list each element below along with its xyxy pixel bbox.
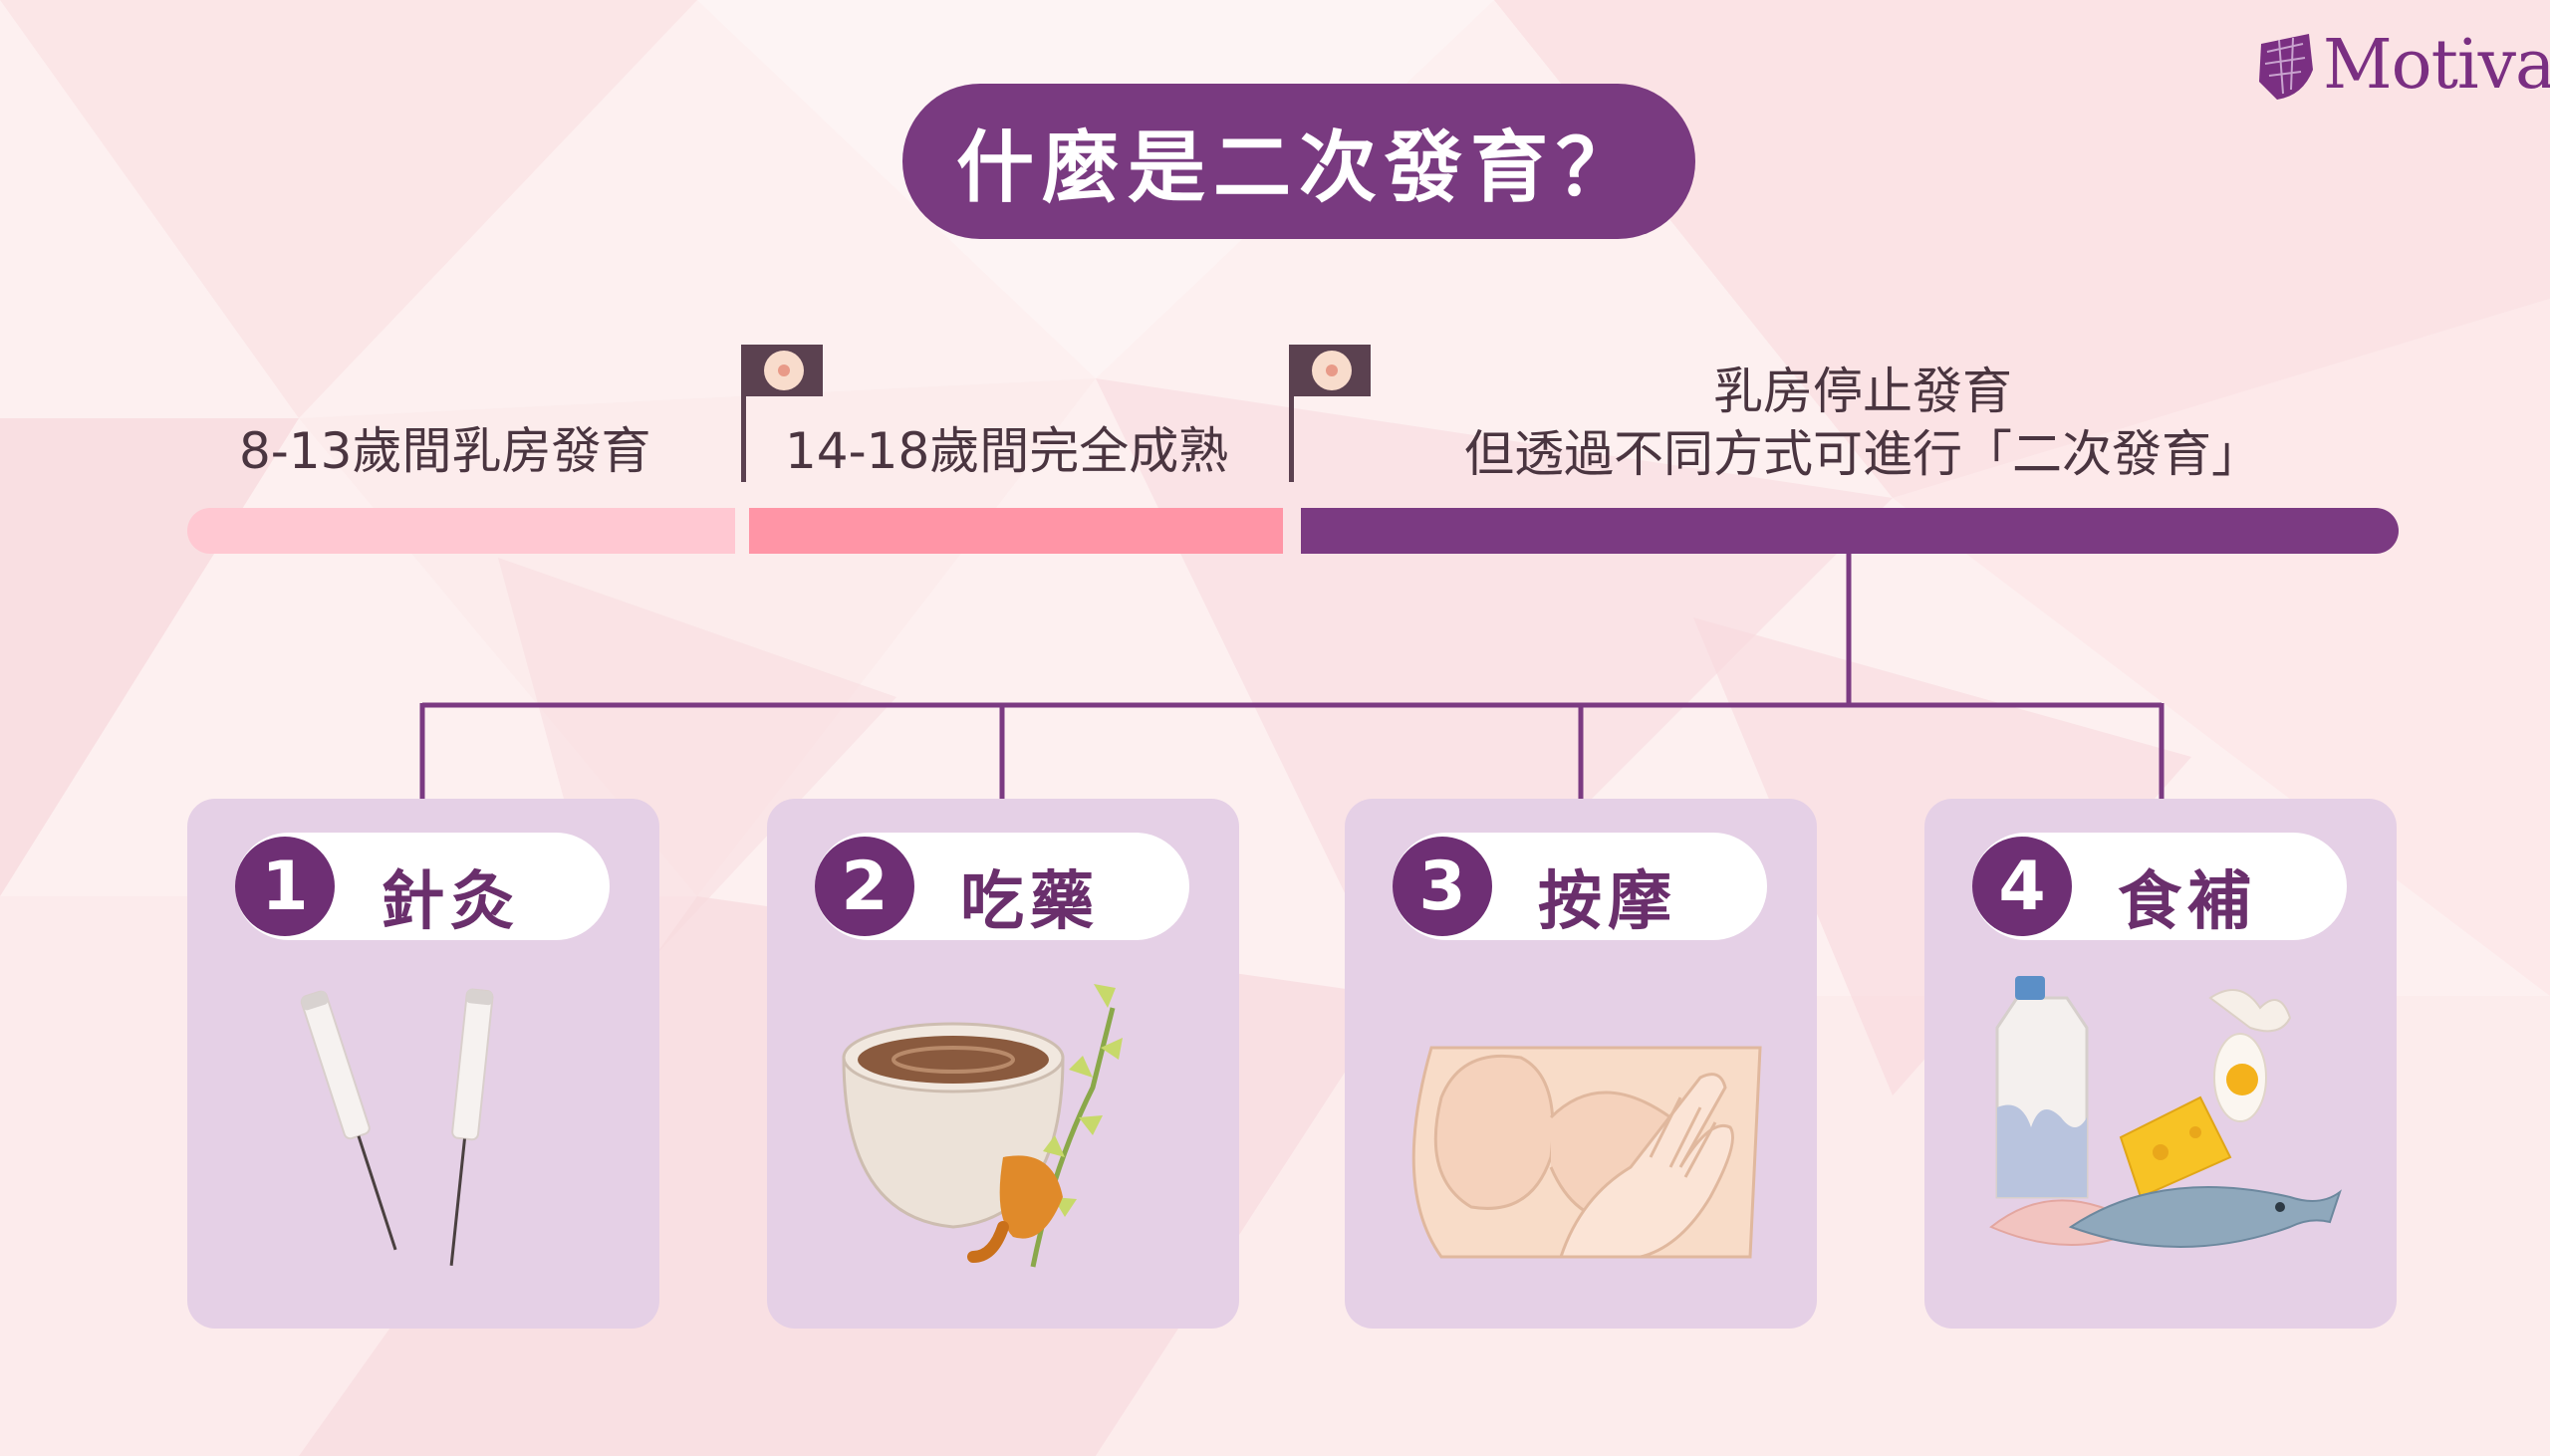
timeline-stage-3-line2: 但透過不同方式可進行「二次發育」 [1464,424,2261,483]
timeline-stage-3-label: 乳房停止發育 但透過不同方式可進行「二次發育」 [1385,361,2341,485]
method-header: 3 按摩 [1393,833,1767,940]
method-card-acupuncture: 1 針灸 [187,799,659,1329]
timeline-stage-2-label: 14-18歲間完全成熟 [785,422,1229,480]
milestone-flag-icon [741,345,823,482]
timeline-stage-1-label: 8-13歲間乳房發育 [239,422,651,480]
timeline-bar-stage-3 [1301,508,2399,554]
logo-text: Motiva [2323,26,2550,105]
milestone-flag-icon [1289,345,1371,482]
method-header: 4 食補 [1972,833,2347,940]
acupuncture-needles-icon [300,988,494,1266]
timeline-stage-3-line1: 乳房停止發育 [1713,363,2012,420]
method-label: 針灸 [381,865,520,939]
motiva-leaf-icon [2259,34,2313,100]
method-label: 按摩 [1538,865,1677,939]
title-banner: 什麼是二次發育？ [902,84,1695,239]
method-card-massage: 3 按摩 [1345,799,1817,1329]
page-title: 什麼是二次發育？ [955,123,1642,213]
method-number-badge: 1 [235,837,335,936]
timeline-bar-stage-2 [749,508,1283,554]
method-card-medicine: 2 吃藥 [767,799,1239,1329]
method-number-badge: 2 [815,837,914,936]
motiva-logo: Motiva ® [2253,26,2550,106]
method-number-badge: 3 [1393,837,1492,936]
method-header: 1 針灸 [235,833,610,940]
method-label: 食補 [2118,865,2257,939]
method-number-badge: 4 [1972,837,2072,936]
method-card-diet: 4 食補 [1924,799,2397,1329]
timeline-bar-stage-1 [187,508,735,554]
method-label: 吃藥 [960,865,1100,939]
method-header: 2 吃藥 [815,833,1189,940]
herbal-soup-icon [842,984,1123,1268]
breast-massage-icon [1411,1046,1762,1259]
nutrition-food-icon [1989,976,2342,1248]
